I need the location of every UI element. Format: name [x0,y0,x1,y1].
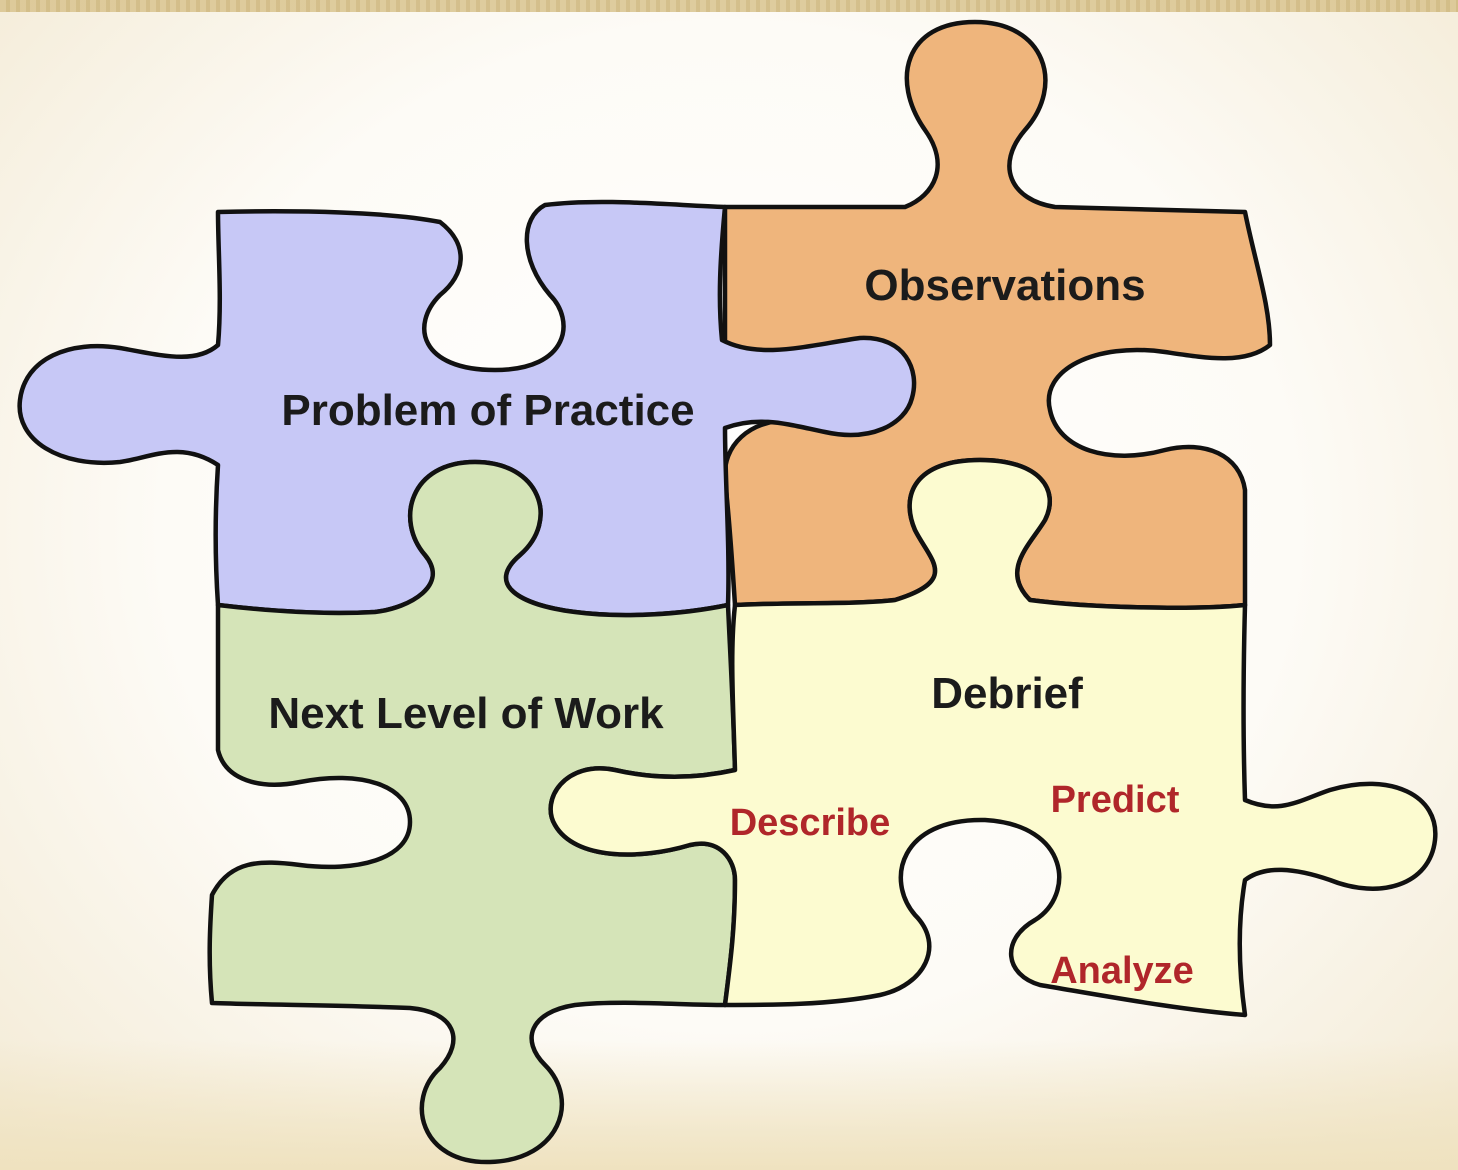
decorative-bottom-band [0,1040,1458,1170]
debrief-step-analyze: Analyze [1050,950,1194,992]
next-level-of-work-label: Next Level of Work [268,689,664,738]
decorative-top-border [0,0,1458,12]
debrief-label: Debrief [931,669,1083,718]
problem-of-practice-label: Problem of Practice [281,386,694,435]
debrief-step-predict: Predict [1051,779,1180,821]
observations-label: Observations [864,261,1145,310]
debrief-step-describe: Describe [730,802,891,844]
debrief-piece [548,457,1438,1018]
